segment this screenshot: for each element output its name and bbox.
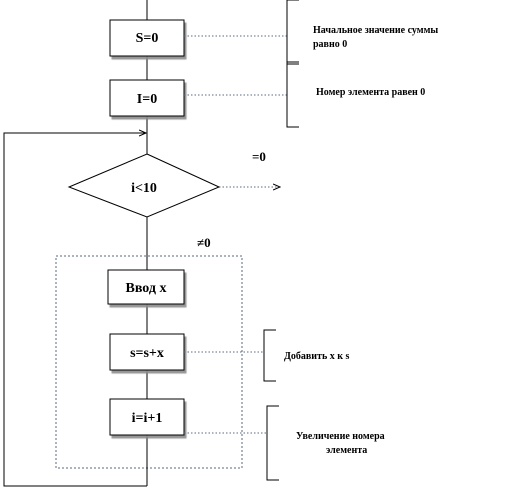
input-label: Ввод x: [126, 281, 167, 296]
comment-increment-line-2: элемента: [326, 445, 367, 456]
init-index-label: I=0: [137, 92, 157, 107]
input-box: [107, 269, 185, 305]
increment-box: [109, 398, 185, 436]
accumulate-box: [109, 333, 185, 371]
loop-back-edge: [3, 133, 147, 487]
comment-index: Номер элемента равен 0: [316, 87, 425, 98]
comment-bracket-index: [286, 61, 299, 128]
loop-branch-label: ≠0: [197, 235, 211, 250]
init-index-box: [109, 79, 185, 117]
accumulate-label: s=s+x: [130, 346, 164, 361]
comment-bracket-sum: [286, 0, 299, 65]
loop-body-frame: [55, 255, 243, 469]
comment-bracket-increment: [266, 405, 279, 481]
comment-increment: Увеличение номера элемента: [296, 431, 387, 456]
condition-diamond: [67, 153, 221, 218]
init-sum-label: S=0: [136, 31, 159, 46]
increment-label: i=i+1: [132, 411, 163, 426]
exit-branch-label: =0: [252, 149, 266, 164]
comment-sum-line-1: Начальное значение суммы: [313, 25, 438, 36]
comment-sum-line-2: равно 0: [313, 39, 347, 50]
comment-increment-line-1: Увеличение номера: [296, 431, 385, 442]
comment-index-line-1: Номер элемента равен 0: [316, 87, 425, 98]
comment-accumulate-line-1: Добавить x к s: [284, 351, 350, 362]
condition-label: i<10: [131, 181, 157, 196]
comment-bracket-accumulate: [263, 329, 276, 382]
comment-sum: Начальное значение суммы равно 0: [313, 25, 441, 50]
comment-accumulate: Добавить x к s: [284, 351, 350, 362]
init-sum-box: [109, 19, 185, 57]
